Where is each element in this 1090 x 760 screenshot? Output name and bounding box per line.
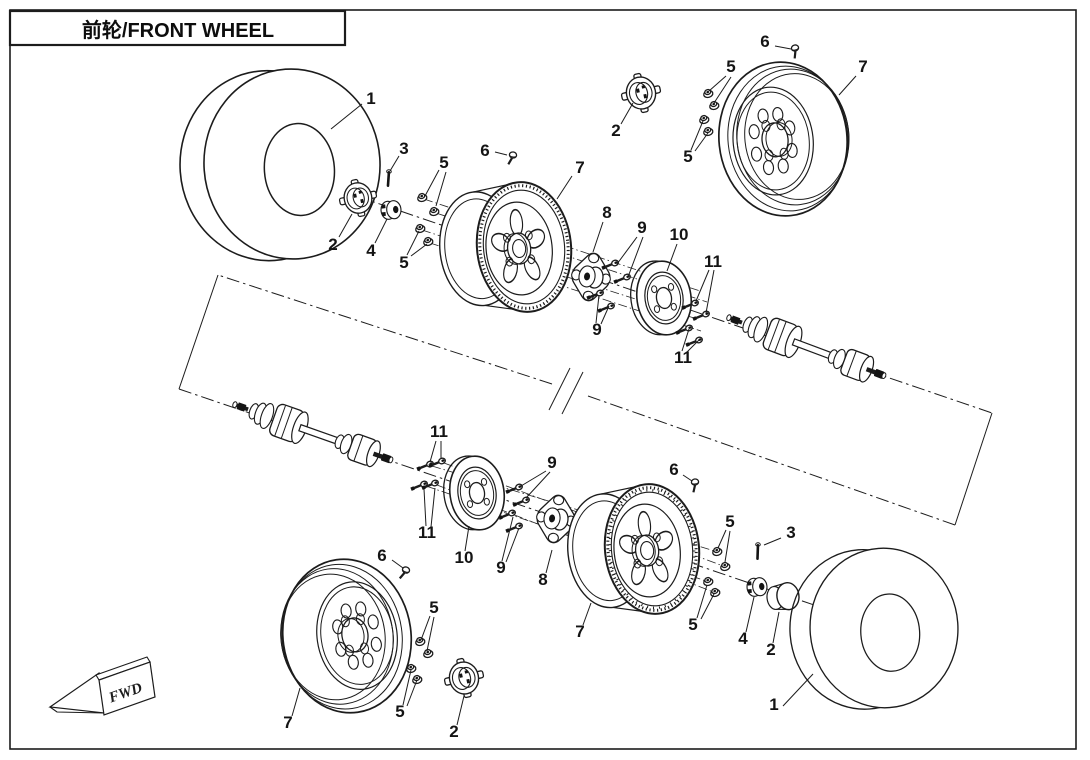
title-block: 前轮/FRONT WHEEL xyxy=(8,9,347,47)
connector-right-edge xyxy=(954,412,993,526)
alloy-rim-upper xyxy=(432,175,580,322)
callout-11: 11 xyxy=(704,252,722,271)
callout-7: 7 xyxy=(858,57,867,76)
callout-2: 2 xyxy=(611,121,620,140)
callout-5: 5 xyxy=(399,253,408,272)
wheel-nut xyxy=(422,235,435,248)
valve-screw-bottom-left xyxy=(398,564,412,582)
hub-cap-bottom-left xyxy=(440,654,488,702)
castle-nut-upper xyxy=(379,199,403,221)
callout-6: 6 xyxy=(760,32,769,51)
callout-3: 3 xyxy=(399,139,408,158)
connector-left-edge xyxy=(178,274,219,390)
title-box xyxy=(8,9,347,47)
callout-5: 5 xyxy=(683,147,692,166)
alloy-rim-lower xyxy=(560,477,708,624)
callout-2: 2 xyxy=(449,722,458,741)
hub-stud xyxy=(510,495,532,509)
callouts: 1 2 3 4 5 5 6 7 8 9 9 10 11 11 2 5 5 6 7… xyxy=(283,32,867,741)
wheel-nut xyxy=(709,586,722,599)
callout-7: 7 xyxy=(575,158,584,177)
callout-5: 5 xyxy=(726,57,735,76)
callout-9: 9 xyxy=(547,453,556,472)
wheel-nut xyxy=(719,560,732,573)
callout-9: 9 xyxy=(592,320,601,339)
brake-disc-lower xyxy=(438,450,510,536)
break-mark xyxy=(548,367,571,411)
callout-11: 11 xyxy=(430,422,448,441)
wheel-nut xyxy=(428,205,441,218)
connector-diagonal-a xyxy=(587,395,956,526)
page-title: 前轮/FRONT WHEEL xyxy=(82,18,274,42)
wheel-nut xyxy=(414,635,427,648)
callout-5: 5 xyxy=(725,512,734,531)
callout-6: 6 xyxy=(480,141,489,160)
callout-2: 2 xyxy=(328,235,337,254)
callout-10: 10 xyxy=(455,548,474,567)
valve-screw-top-right xyxy=(789,43,803,60)
break-mark xyxy=(561,371,584,415)
valve-screw-lower xyxy=(689,477,702,494)
cotter-pin-lower xyxy=(754,542,761,561)
callout-4: 4 xyxy=(738,629,748,648)
callout-1: 1 xyxy=(769,695,778,714)
drive-axle-upper xyxy=(721,302,891,392)
callout-5: 5 xyxy=(439,153,448,172)
callout-7: 7 xyxy=(575,622,584,641)
callout-6: 6 xyxy=(669,460,678,479)
hub-stud xyxy=(503,521,525,535)
page-border xyxy=(9,9,1077,750)
callout-11: 11 xyxy=(418,523,436,542)
wheel-nut xyxy=(702,87,715,100)
tire-lower xyxy=(783,542,964,715)
tire-upper xyxy=(172,62,388,268)
wheel-nut xyxy=(711,545,724,558)
callout-11: 11 xyxy=(674,348,692,367)
callout-8: 8 xyxy=(538,570,547,589)
steel-rim-top-right xyxy=(710,54,858,224)
wheel-nut xyxy=(411,673,424,686)
steel-rim-bottom-left xyxy=(270,549,422,723)
wheel-hub-upper xyxy=(563,245,619,309)
valve-screw-upper xyxy=(506,150,519,167)
wheel-nut xyxy=(702,125,715,138)
callout-5: 5 xyxy=(395,702,404,721)
wheel-nut xyxy=(422,647,435,660)
callout-9: 9 xyxy=(637,218,646,237)
wheel-nut xyxy=(698,113,711,126)
cotter-pin-upper xyxy=(384,168,393,188)
upper-axis-centerline xyxy=(244,157,993,414)
wheel-nut xyxy=(414,222,427,235)
callout-9: 9 xyxy=(496,558,505,577)
callout-7: 7 xyxy=(283,713,292,732)
callout-2: 2 xyxy=(766,640,775,659)
callout-6: 6 xyxy=(377,546,386,565)
callout-4: 4 xyxy=(366,241,376,260)
callout-10: 10 xyxy=(670,225,689,244)
callout-5: 5 xyxy=(688,615,697,634)
fwd-arrow: FWD xyxy=(48,656,156,716)
castle-nut-lower xyxy=(745,576,769,598)
leader-lines xyxy=(291,45,857,726)
callout-5: 5 xyxy=(429,598,438,617)
callout-3: 3 xyxy=(786,523,795,542)
callout-1: 1 xyxy=(366,89,375,108)
disc-bolt xyxy=(683,335,705,349)
callout-8: 8 xyxy=(602,203,611,222)
connector-diagonal-b xyxy=(217,274,553,385)
hub-cap-top-right xyxy=(617,69,665,117)
wheel-nut xyxy=(702,575,715,588)
drive-axle-lower xyxy=(227,388,398,476)
